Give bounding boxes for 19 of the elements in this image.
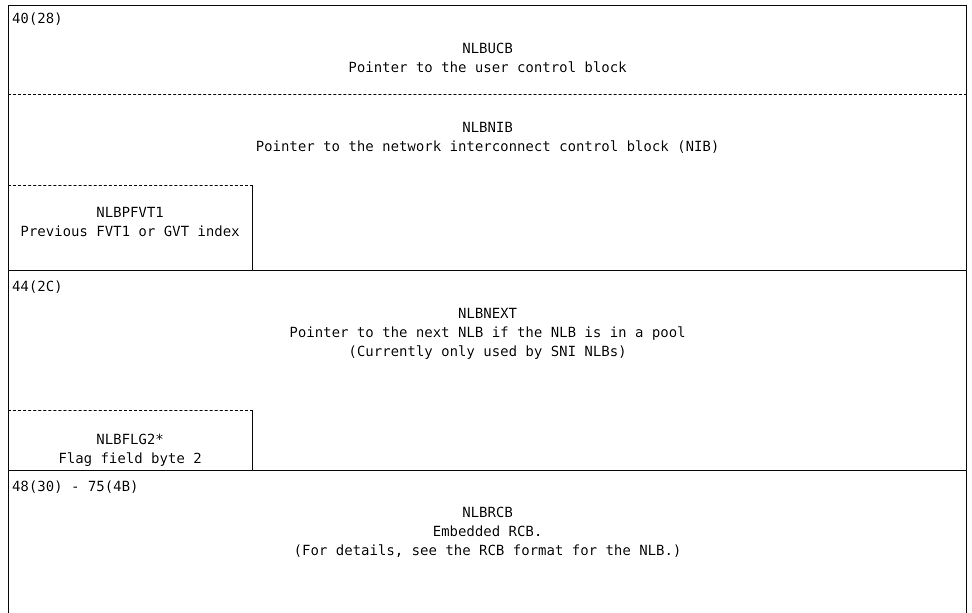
field-name: NLBUCB [462,40,513,59]
field-box [8,410,253,470]
field-description: Previous FVT1 or GVT index [20,223,240,242]
field-box [8,185,253,270]
field-name: NLBNIB [462,119,513,138]
field-note: (Currently only used by SNI NLBs) [348,343,627,362]
field-description: Embedded RCB. [432,523,542,542]
field-description: Flag field byte 2 [58,450,202,469]
offset-label: 48(30) - 75(4B) [12,478,138,497]
field-description: Pointer to the network interconnect control block (NIB) [256,138,720,157]
field-name: NLBNEXT [458,305,517,324]
field-name: NLBFLG2* [96,431,164,450]
field-name: NLBPFVT1 [96,204,164,223]
offset-label: 44(2C) [12,278,63,297]
field-description: Pointer to the next NLB if the NLB is in a pool [289,324,686,343]
field-description: Pointer to the user control block [348,59,627,78]
field-name: NLBRCB [462,504,513,523]
offset-label: 40(28) [12,10,63,29]
field-note: (For details, see the RCB format for the NLB.) [294,542,682,561]
